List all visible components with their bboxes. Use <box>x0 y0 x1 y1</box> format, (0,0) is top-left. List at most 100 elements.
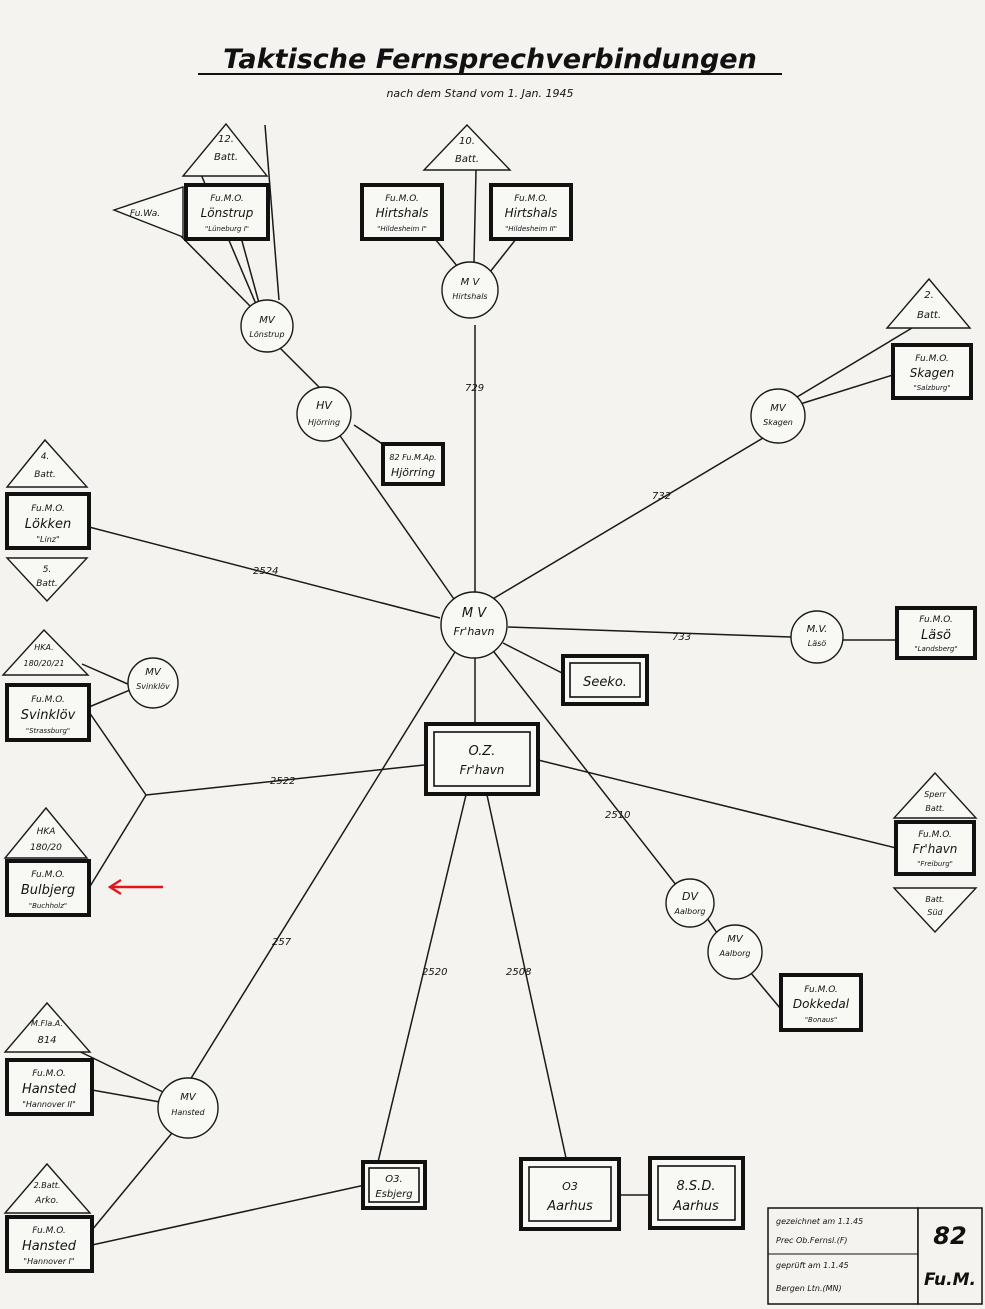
node-label-line2: 180/20/21 <box>23 659 64 668</box>
node-mv-hansted[interactable]: MV Hansted <box>157 1077 219 1139</box>
node-fumo-frhavn[interactable]: Fu.M.O. Fr'havn "Freiburg" <box>894 820 976 876</box>
node-mv-lonstrup[interactable]: MV Lönstrup <box>240 299 294 353</box>
node-label-line2: Hirtshals <box>376 206 429 220</box>
node-label-line1: M.Fla.A. <box>31 1019 63 1028</box>
edge-label-2520: 2520 <box>422 967 447 978</box>
node-label-line3: "Strassburg" <box>26 727 70 735</box>
node-batt-10[interactable]: 10. Batt. <box>422 123 512 171</box>
node-label-line3: "Hildesheim II" <box>505 225 557 233</box>
node-mv-svinklov[interactable]: MV Svinklöv <box>127 657 179 709</box>
node-label-line2: Fr'havn <box>460 763 505 777</box>
node-label-line3: "Lüneburg I" <box>205 225 249 233</box>
node-batt-4[interactable]: 4. Batt. <box>5 438 89 488</box>
edge-oz-esbjerg <box>377 794 467 1163</box>
node-label-line3: "Bonaus" <box>805 1016 837 1024</box>
node-sd-aarhus[interactable]: 8.S.D. Aarhus <box>648 1156 745 1230</box>
node-label-line1: MV <box>180 1092 197 1103</box>
edge-lokken-frhavn <box>88 526 441 619</box>
node-batt-sud[interactable]: Batt. Süd <box>892 887 978 934</box>
node-label-line2: Lönstrup <box>249 330 284 339</box>
node-label-line2: Skagen <box>910 366 955 380</box>
node-label-line3: "Hannover II" <box>22 1100 76 1109</box>
node-fumo-hansted-1[interactable]: Fu.M.O. Hansted "Hannover II" <box>5 1058 94 1116</box>
node-label-line2: Dokkedal <box>793 997 850 1011</box>
node-mraa-814[interactable]: M.Fla.A. 814 <box>3 1001 92 1053</box>
node-fumo-hirtshals-1[interactable]: Fu.M.O. Hirtshals "Hildesheim I" <box>360 183 444 241</box>
page-number-box <box>917 1207 983 1305</box>
node-label-line2: 180/20 <box>30 843 62 853</box>
node-label-line1: Fu.M.O. <box>919 615 953 625</box>
node-mv-aalborg[interactable]: MV Aalborg <box>707 924 763 980</box>
node-label-line2: Bulbjerg <box>21 883 75 898</box>
edge-frhavn-seeko <box>502 642 565 675</box>
node-mv-hirtshals[interactable]: M V Hirtshals <box>441 261 499 319</box>
node-hv-hjorring[interactable]: HV Hjörring <box>296 386 352 442</box>
node-label-line1: HKA <box>37 827 56 837</box>
node-label-line1: Fu.M.O. <box>918 830 952 840</box>
edge-label-729: 729 <box>465 383 484 394</box>
node-batt-2[interactable]: 2. Batt. <box>885 277 972 329</box>
node-label-line2: Läsö <box>808 639 827 648</box>
edge-skagen-frhavn <box>490 434 769 601</box>
node-label-line3: "Hannover I" <box>23 1257 74 1266</box>
node-label-line1: MV <box>770 403 787 414</box>
node-hka-180-20-21[interactable]: HKA. 180/20/21 <box>1 628 90 676</box>
edge-label-733: 733 <box>672 632 691 643</box>
node-oz-aarhus[interactable]: O3 Aarhus <box>519 1157 621 1231</box>
node-label-line3: "Freiburg" <box>917 860 953 868</box>
node-fu-wa[interactable]: Fu.Wa. <box>111 186 184 239</box>
edge-fumolonstrup-mv <box>238 229 260 304</box>
node-label-line1: M V <box>462 606 487 621</box>
node-oz-frhavn[interactable]: O.Z. Fr'havn <box>424 722 540 796</box>
node-label-line2: Hansted <box>171 1108 205 1117</box>
node-mv-frhavn[interactable]: M V Fr'havn <box>440 591 508 659</box>
node-label-line1: Fu.M.O. <box>514 194 548 204</box>
node-oz-esbjerg[interactable]: O3. Esbjerg <box>361 1160 427 1210</box>
edge-hansted2-esbjerg <box>91 1184 366 1246</box>
node-label-line2: Batt. <box>214 152 238 163</box>
node-label-line2: Süd <box>927 908 943 917</box>
node-fumo-dokkedal[interactable]: Fu.M.O. Dokkedal "Bonaus" <box>779 973 863 1032</box>
edge-label-2508: 2508 <box>506 967 531 978</box>
node-label-line2: Batt. <box>925 804 944 813</box>
edge-hka-mv-svinklov <box>81 663 131 686</box>
node-label-line3: "Hildesheim I" <box>377 225 427 233</box>
edge-junction-svinklov <box>88 711 147 796</box>
edge-batt10-mv <box>473 169 477 263</box>
node-label-line1: M.V. <box>807 624 828 635</box>
node-batt-12[interactable]: 12. Batt. <box>181 122 269 177</box>
node-label-line3: "Landsberg" <box>914 645 957 653</box>
node-label-line2: Hjörring <box>391 466 435 479</box>
node-label-line1: 5. <box>43 565 52 575</box>
node-fumo-lonstrup[interactable]: Fu.M.O. Lönstrup "Lüneburg I" <box>184 183 270 241</box>
node-seeko[interactable]: Seeko. <box>561 654 649 706</box>
node-batt-5[interactable]: 5. Batt. <box>5 557 89 603</box>
edge-label-732: 732 <box>652 491 671 502</box>
node-sperr-batt[interactable]: Sperr Batt. <box>892 771 978 819</box>
node-label-line2: Aalborg <box>719 949 751 958</box>
node-label-line3: "Buchholz" <box>29 902 67 910</box>
node-fumo-bulbjerg[interactable]: Fu.M.O. Bulbjerg "Buchholz" <box>5 859 91 917</box>
node-label-line2: Hirtshals <box>505 206 558 220</box>
node-label-line1: Seeko. <box>583 675 627 690</box>
node-hka-180-20[interactable]: HKA 180/20 <box>3 806 89 859</box>
node-batt-arko[interactable]: 2.Batt. Arko. <box>3 1162 92 1214</box>
node-label-line2: Hansted <box>22 1239 77 1254</box>
node-label-line2: Arko. <box>34 1196 58 1206</box>
node-mv-skagen[interactable]: MV Skagen <box>750 388 806 444</box>
edge-mvaalborg-dokkedal <box>749 971 781 1009</box>
edge-hjorring-frhavn <box>335 429 457 603</box>
diagram-subtitle: nach dem Stand vom 1. Jan. 1945 <box>386 87 573 100</box>
node-fumo-lokken[interactable]: Fu.M.O. Lökken "Linz" <box>5 492 91 550</box>
checked-signature: Bergen Ltn.(MN) <box>776 1284 842 1293</box>
node-dv-aalborg[interactable]: DV Aalborg <box>665 878 715 928</box>
node-fuma-hjorring[interactable]: 82 Fu.M.Ap. Hjörring <box>381 442 445 486</box>
node-fumo-svinklov[interactable]: Fu.M.O. Svinklöv "Strassburg" <box>5 683 91 742</box>
node-fumo-hansted-2[interactable]: Fu.M.O. Hansted "Hannover I" <box>5 1215 94 1273</box>
edge-label-2522: 2522 <box>270 776 295 787</box>
node-label-line1: O.Z. <box>469 744 496 759</box>
node-fumo-skagen[interactable]: Fu.M.O. Skagen "Salzburg" <box>891 343 973 400</box>
node-fumo-hirtshals-2[interactable]: Fu.M.O. Hirtshals "Hildesheim II" <box>489 183 573 241</box>
node-fumo-laso[interactable]: Fu.M.O. Läsö "Landsberg" <box>895 606 977 660</box>
node-mv-laso[interactable]: M.V. Läsö <box>790 610 844 664</box>
